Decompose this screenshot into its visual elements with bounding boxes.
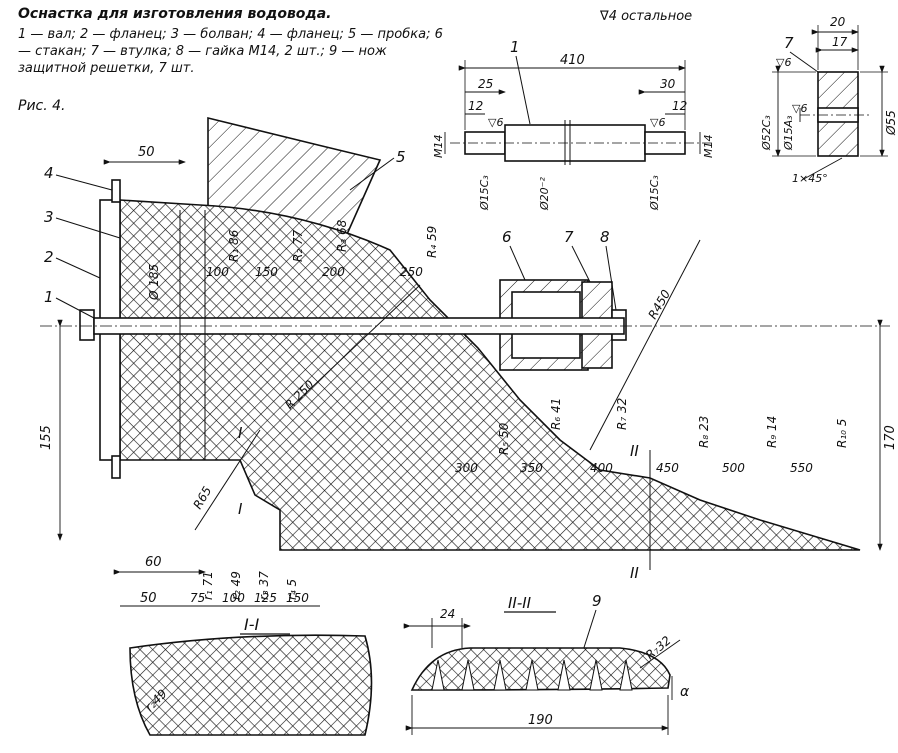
section-ii-profile <box>410 647 671 691</box>
part-number-1: 1 <box>44 288 54 306</box>
radius-r1: R₁ 86 <box>227 229 241 262</box>
bushing-detail <box>772 25 888 181</box>
radius-r3: R₃ 68 <box>335 219 349 252</box>
section-ii-width-190: 190 <box>528 713 553 728</box>
radius-r6: R₆ 41 <box>549 398 563 430</box>
radius-r7: R₇ 32 <box>615 398 629 430</box>
bushing-chamfer: 1×45° <box>792 172 828 185</box>
bottom-dim-150: 150 <box>286 591 309 605</box>
station-250: 250 <box>400 265 423 279</box>
shaft-diameter-left: Ø15C₃ <box>478 175 491 211</box>
bottom-dim-125: 125 <box>254 591 277 605</box>
radius-r10: R₁₀ 5 <box>835 419 849 448</box>
radius-r4: R₄ 59 <box>425 226 439 258</box>
bushing-roughness-bore: ▽6 <box>792 102 807 115</box>
part-number-4: 4 <box>44 164 54 182</box>
radius-small-r3: r₃ 37 <box>257 571 271 600</box>
station-100: 100 <box>206 265 229 279</box>
section-ii-alpha: α <box>680 684 690 700</box>
shaft-roughness-right: ▽6 <box>650 116 665 129</box>
station-350: 350 <box>520 461 543 475</box>
part-number-7: 7 <box>564 228 574 246</box>
section-mark-ii-lower: II <box>630 564 639 582</box>
dim-diameter-185: Ø 185 <box>147 264 161 301</box>
bottom-dim-75: 75 <box>190 591 205 605</box>
section-i-profile <box>129 634 373 736</box>
height-170: 170 <box>883 425 898 450</box>
station-400: 400 <box>590 461 613 475</box>
shaft-diameter-right: Ø15C₃ <box>648 175 661 211</box>
radius-small-r2: r₂ 49 <box>229 571 243 600</box>
shaft-thread-left: M14 <box>432 135 445 159</box>
station-150: 150 <box>255 265 278 279</box>
roughness-note: ∇4 остальное <box>600 9 693 24</box>
radius-r2: R₂ 77 <box>291 229 305 262</box>
station-450: 450 <box>656 461 679 475</box>
section-ii-title: II-II <box>508 594 532 612</box>
bottom-dim-50: 50 <box>140 591 157 606</box>
caption-legend: 1 — вал; 2 — фланец; 3 — болван; 4 — фла… <box>18 27 443 76</box>
part-number-7-bushing: 7 <box>784 34 794 52</box>
main-assembly <box>40 116 890 607</box>
radius-small-r4: r₄ 5 <box>285 579 299 600</box>
radius-r8: R₈ 23 <box>697 416 711 448</box>
shaft-length-12-right: 12 <box>672 99 687 113</box>
part-number-5: 5 <box>396 148 406 166</box>
section-mark-i-upper: I <box>238 424 243 442</box>
radius-r5: R₅ 50 <box>497 422 511 455</box>
bushing-diameter-55: Ø55 <box>884 110 898 136</box>
shaft-roughness-left: ▽6 <box>488 116 503 129</box>
bushing-roughness-outer: ▽6 <box>776 56 791 69</box>
section-i-title: I-I <box>244 615 259 634</box>
protective-grid-knives <box>431 659 633 691</box>
bottom-dim-60: 60 <box>145 555 162 570</box>
radius-r9: R₉ 14 <box>765 416 779 448</box>
part-number-1-shaft: 1 <box>510 38 520 56</box>
figure-label: Рис. 4. <box>18 98 66 114</box>
part-number-9: 9 <box>592 592 602 610</box>
bushing-width-17: 17 <box>832 35 848 49</box>
section-ii-radius: R₇32 <box>643 633 674 662</box>
shaft-detail <box>444 60 715 165</box>
shaft-length-410: 410 <box>560 53 585 68</box>
section-mark-i-lower: I <box>238 500 243 518</box>
bushing-width-20: 20 <box>830 15 846 29</box>
mandrel-body <box>119 199 861 551</box>
shaft-length-25: 25 <box>478 77 493 91</box>
radius-small-r1: r₁ 71 <box>201 571 215 600</box>
shaft-length-12-left: 12 <box>468 99 483 113</box>
part-number-8: 8 <box>600 228 610 246</box>
dim-50-top: 50 <box>138 145 155 160</box>
part-number-2: 2 <box>44 248 54 266</box>
bushing-diameter-52: Ø52C₃ <box>760 115 773 151</box>
section-ii-width-24: 24 <box>440 607 455 621</box>
height-155: 155 <box>39 425 54 450</box>
radius-r65: R65 <box>190 484 214 511</box>
station-300: 300 <box>455 461 478 475</box>
part-number-3: 3 <box>44 208 54 226</box>
part-number-6: 6 <box>502 228 512 246</box>
station-200: 200 <box>322 265 345 279</box>
section-mark-ii-upper: II <box>630 442 639 460</box>
shaft-diameter-mid: Ø20⁻² <box>538 177 551 211</box>
bushing-diameter-15: Ø15A₃ <box>782 115 795 151</box>
radius-r450: R450 <box>645 287 673 321</box>
flange-part-4 <box>111 179 121 203</box>
shaft-length-30: 30 <box>660 77 676 91</box>
shaft-thread-right: M14 <box>702 135 715 159</box>
station-500: 500 <box>722 461 745 475</box>
station-550: 550 <box>790 461 813 475</box>
caption-title: Оснастка для изготовления водовода. <box>18 6 332 22</box>
bottom-dim-100: 100 <box>222 591 245 605</box>
